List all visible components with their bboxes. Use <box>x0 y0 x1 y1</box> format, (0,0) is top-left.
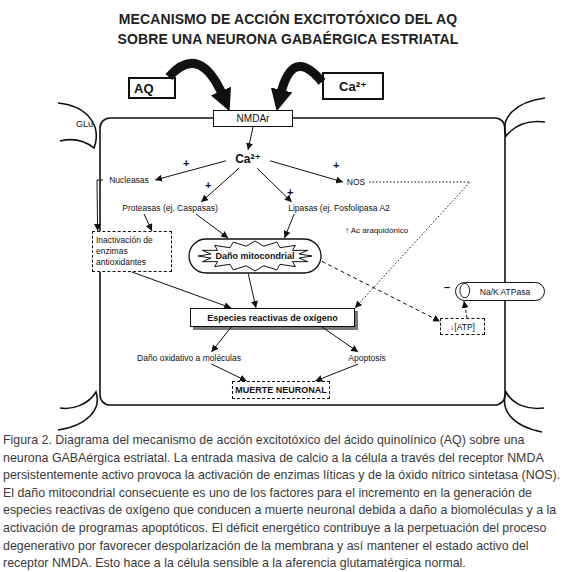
node-label: Apoptosis <box>348 353 385 363</box>
ion-text: Ca²⁺ <box>226 150 270 168</box>
agent-box: AQ <box>128 77 176 99</box>
node-label: Na/K ATPasa <box>480 287 530 297</box>
arrow <box>155 161 226 180</box>
node-label: Ca²⁺ <box>235 152 261 166</box>
node-label: ↓[ATP] <box>450 322 475 332</box>
node-label: NOS <box>347 177 365 187</box>
arrow <box>248 274 256 308</box>
enzyme-text: NOS <box>343 176 369 188</box>
arrow <box>270 161 343 182</box>
node-label: Nucleasas <box>109 175 149 185</box>
process-box: Inactivación de enzimas antioxidantes <box>92 231 172 272</box>
arrow <box>132 272 231 308</box>
node-label: MUERTE NEURONAL <box>235 385 327 395</box>
sign-label: – <box>444 281 450 293</box>
outcome-text: Daño oxidativo a moléculas <box>133 352 245 364</box>
node-label: Daño mitocondrial <box>215 251 294 261</box>
receptor-box: NMDAr <box>213 110 293 127</box>
sign-label: + <box>183 157 189 169</box>
outcome-box: MUERTE NEURONAL <box>232 381 330 399</box>
arrow <box>257 168 292 202</box>
arrow <box>144 214 152 231</box>
arrow <box>201 168 239 202</box>
thick-arrow <box>169 63 224 97</box>
node-label: Lipasas (ej. Fosfolipasa A2 <box>288 203 390 213</box>
synaptic-terminal <box>505 98 545 136</box>
mitochondrion-shape: Daño mitocondrial <box>188 238 322 274</box>
enzyme-text: Lipasas (ej. Fosfolipasa A2 <box>280 202 398 214</box>
node-label: Proteasas (ej. Caspasas) <box>122 203 217 213</box>
arrow <box>315 364 358 381</box>
ion-box: Ca²⁺ <box>322 72 384 100</box>
node-label: NMDAr <box>237 113 270 124</box>
node-label: Inactivación de enzimas antioxidantes <box>96 235 168 268</box>
synaptic-terminal <box>505 392 545 432</box>
node-label: Ca²⁺ <box>339 79 367 94</box>
sign-label: + <box>287 186 293 198</box>
arrow <box>322 327 358 352</box>
arrow <box>248 127 253 150</box>
synaptic-terminal <box>58 392 97 430</box>
arrow <box>464 301 467 318</box>
neurotransmitter-label: GLu <box>76 119 93 129</box>
arrow <box>211 327 231 352</box>
figure-caption: Figura 2. Diagrama del mecanismo de acci… <box>3 432 572 572</box>
outcome-text: Apoptosis <box>345 352 389 364</box>
arrow <box>322 261 440 321</box>
arrow <box>196 214 228 238</box>
arrow <box>355 182 470 308</box>
enzyme-text: Proteasas (ej. Caspasas) <box>118 202 222 214</box>
node-label: AQ <box>134 81 154 96</box>
figure-title: MECANISMO DE ACCIÓN EXCITOTÓXICO DEL AQ … <box>92 9 484 49</box>
metabolite-label: ↑ Ac araquidónico <box>345 226 408 235</box>
pump-channel: Na/K ATPasa <box>455 282 545 301</box>
synaptic-terminal <box>58 103 96 148</box>
sign-label: + <box>333 159 339 171</box>
arrow <box>284 214 294 238</box>
arrow <box>211 364 246 381</box>
process-box: ↓[ATP] <box>440 318 485 335</box>
sign-label: + <box>205 179 211 191</box>
process-box: Especies reactivas de oxígeno <box>190 308 355 327</box>
thick-arrow <box>280 66 322 96</box>
enzyme-text: Nucleasas <box>103 174 155 186</box>
arrow <box>97 180 103 231</box>
node-label: Especies reactivas de oxígeno <box>207 313 338 323</box>
node-label: Daño oxidativo a moléculas <box>137 353 241 363</box>
